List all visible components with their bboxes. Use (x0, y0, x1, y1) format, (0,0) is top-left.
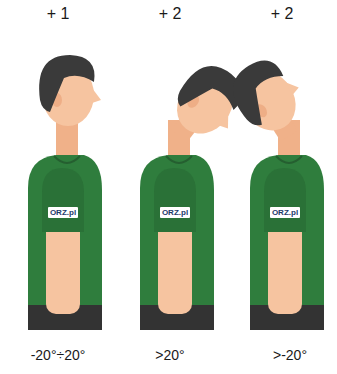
angle-range: -20°÷20° (31, 347, 86, 363)
angle-range: >-20° (273, 347, 307, 363)
score-number: + 2 (271, 5, 294, 23)
sleeve-logo: ORZ.pl (48, 207, 78, 218)
figure-neutral (28, 55, 102, 330)
sleeve-logo: ORZ.pl (160, 207, 190, 218)
sleeve-logo: ORZ.pl (270, 207, 300, 218)
score-number: + 2 (159, 5, 182, 23)
angle-range: >20° (155, 347, 184, 363)
score-number: + 1 (47, 5, 70, 23)
figure-extension (222, 49, 324, 330)
